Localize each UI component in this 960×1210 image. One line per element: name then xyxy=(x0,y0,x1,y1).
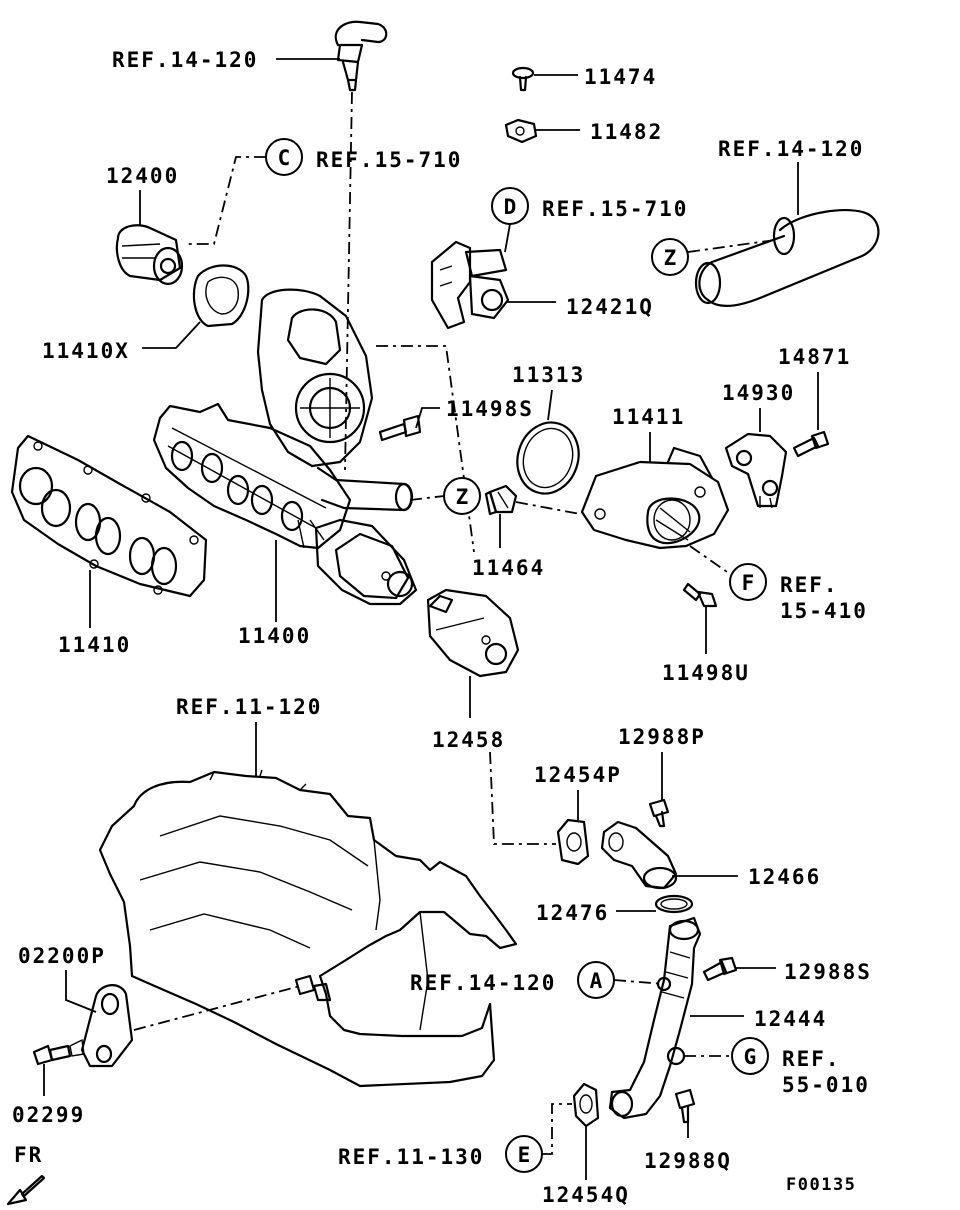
label-ref-14-120-a: REF.14-120 xyxy=(410,971,556,995)
throttle-body-11411 xyxy=(580,446,730,550)
label-14930: 14930 xyxy=(722,381,795,405)
label-11498s: 11498S xyxy=(446,397,534,421)
drawing-code: F00135 xyxy=(786,1175,856,1195)
label-11474: 11474 xyxy=(584,65,657,89)
label-ref-15-710-c: REF.15-710 xyxy=(316,148,462,172)
svg-text:G: G xyxy=(744,1045,757,1069)
hose-14-120-right xyxy=(694,208,880,307)
bracket-02200p xyxy=(69,984,134,1068)
o-ring-12476 xyxy=(654,894,694,914)
sensor-14930 xyxy=(724,432,788,509)
label-ref-55-010-a: REF. xyxy=(782,1047,841,1071)
manifold-gasket-11410 xyxy=(10,434,208,598)
label-11410: 11410 xyxy=(58,633,131,657)
intake-manifold-11400 xyxy=(152,288,418,606)
label-11464: 11464 xyxy=(472,556,545,580)
bolt-11498u xyxy=(682,582,718,608)
block-bolt xyxy=(294,974,332,1002)
gasket-12454p xyxy=(556,818,590,866)
callout-e: E xyxy=(505,1135,543,1173)
bolt-12988q xyxy=(674,1088,696,1124)
svg-text:A: A xyxy=(590,969,603,993)
callout-z-top: Z xyxy=(651,238,689,276)
label-12988q: 12988Q xyxy=(644,1149,732,1173)
svg-text:E: E xyxy=(518,1143,531,1167)
label-02299: 02299 xyxy=(12,1103,85,1127)
label-12458: 12458 xyxy=(432,728,505,752)
label-12988p: 12988P xyxy=(618,725,706,749)
label-11313: 11313 xyxy=(512,363,585,387)
callout-g: G xyxy=(731,1037,769,1075)
svg-text:C: C xyxy=(278,146,291,170)
gasket-11410x xyxy=(192,264,250,328)
front-arrow-icon xyxy=(6,1174,46,1206)
label-ref-14-120-right: REF.14-120 xyxy=(718,137,864,161)
label-ref-15-410-b: 15-410 xyxy=(780,599,868,623)
label-11410x: 11410X xyxy=(42,339,130,363)
sensor-11464 xyxy=(484,484,518,516)
hose-fitting-top xyxy=(334,20,388,92)
label-12454p: 12454P xyxy=(534,763,622,787)
label-ref-15-410-a: REF. xyxy=(780,573,839,597)
egr-pipe-12444 xyxy=(608,916,702,1120)
bolt-11498s xyxy=(378,414,422,442)
label-11498u: 11498U xyxy=(662,661,750,685)
callout-a: A xyxy=(577,961,615,999)
bolt-12988s xyxy=(702,956,738,982)
label-12454q: 12454Q xyxy=(542,1183,630,1207)
svg-text:F: F xyxy=(742,571,755,595)
bolt-14871 xyxy=(792,430,830,458)
label-ref-14-120-top: REF.14-120 xyxy=(112,48,258,72)
bolt-12988p xyxy=(648,798,670,828)
label-11411: 11411 xyxy=(612,405,685,429)
label-02200p: 02200P xyxy=(18,944,106,968)
direction-label: FR xyxy=(14,1143,43,1167)
label-12421q: 12421Q xyxy=(566,295,654,319)
label-ref-11-130: REF.11-130 xyxy=(338,1145,484,1169)
svg-text:D: D xyxy=(504,195,517,219)
label-11400: 11400 xyxy=(238,624,311,648)
label-12400: 12400 xyxy=(106,164,179,188)
engine-block xyxy=(98,769,518,1088)
bolt-02299 xyxy=(32,1044,72,1066)
label-ref-15-710-d: REF.15-710 xyxy=(542,197,688,221)
egr-valve-12458 xyxy=(426,588,520,678)
pipe-12466 xyxy=(600,820,678,890)
label-14871: 14871 xyxy=(778,345,851,369)
label-12466: 12466 xyxy=(748,865,821,889)
clip-11474 xyxy=(511,66,535,92)
callout-d: D xyxy=(491,187,529,225)
o-ring-11313 xyxy=(516,421,580,495)
svg-text:Z: Z xyxy=(456,485,469,509)
sensor-12400 xyxy=(115,224,184,286)
label-12444: 12444 xyxy=(754,1007,827,1031)
solenoid-12421q xyxy=(430,240,510,330)
callout-c: C xyxy=(265,138,303,176)
label-ref-11-120: REF.11-120 xyxy=(176,695,322,719)
label-12988s: 12988S xyxy=(784,960,872,984)
label-12476: 12476 xyxy=(536,901,609,925)
svg-text:Z: Z xyxy=(664,246,677,270)
label-ref-55-010-b: 55-010 xyxy=(782,1073,870,1097)
clip-11482 xyxy=(504,118,538,144)
gasket-12454q xyxy=(572,1082,600,1128)
callout-z-mid: Z xyxy=(443,477,481,515)
label-11482: 11482 xyxy=(590,120,663,144)
callout-f: F xyxy=(729,563,767,601)
